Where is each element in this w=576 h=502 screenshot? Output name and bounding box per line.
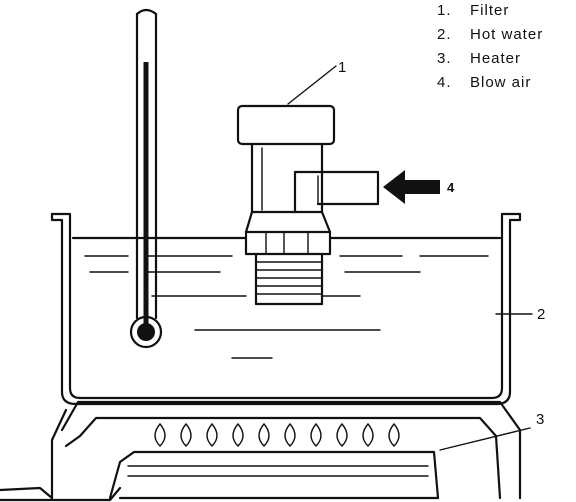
legend-number-1: 1. (437, 2, 452, 19)
filter (236, 104, 380, 306)
legend-label-filter: Filter (470, 2, 509, 19)
thermometer (129, 8, 163, 349)
blow-air-arrow (383, 170, 440, 204)
callout-filter: 1 (338, 59, 346, 76)
leader-lines (287, 65, 533, 451)
legend-number-3: 3. (437, 50, 452, 67)
callouts: 1 2 3 4 (338, 59, 545, 428)
hot-water (71, 236, 502, 359)
legend: 1. Filter 2. Hot water 3. Heater 4. Blow… (437, 2, 543, 91)
callout-blow-air: 4 (447, 180, 455, 195)
legend-label-heater: Heater (470, 50, 521, 67)
legend-label-blow-air: Blow air (470, 74, 531, 91)
callout-heater: 3 (536, 411, 544, 428)
burner-flames (154, 422, 400, 447)
heater (0, 400, 522, 502)
legend-number-4: 4. (437, 74, 452, 91)
legend-label-hot-water: Hot water (470, 26, 543, 43)
callout-hot-water: 2 (537, 306, 545, 323)
legend-number-2: 2. (437, 26, 452, 43)
water-pan (50, 212, 522, 406)
